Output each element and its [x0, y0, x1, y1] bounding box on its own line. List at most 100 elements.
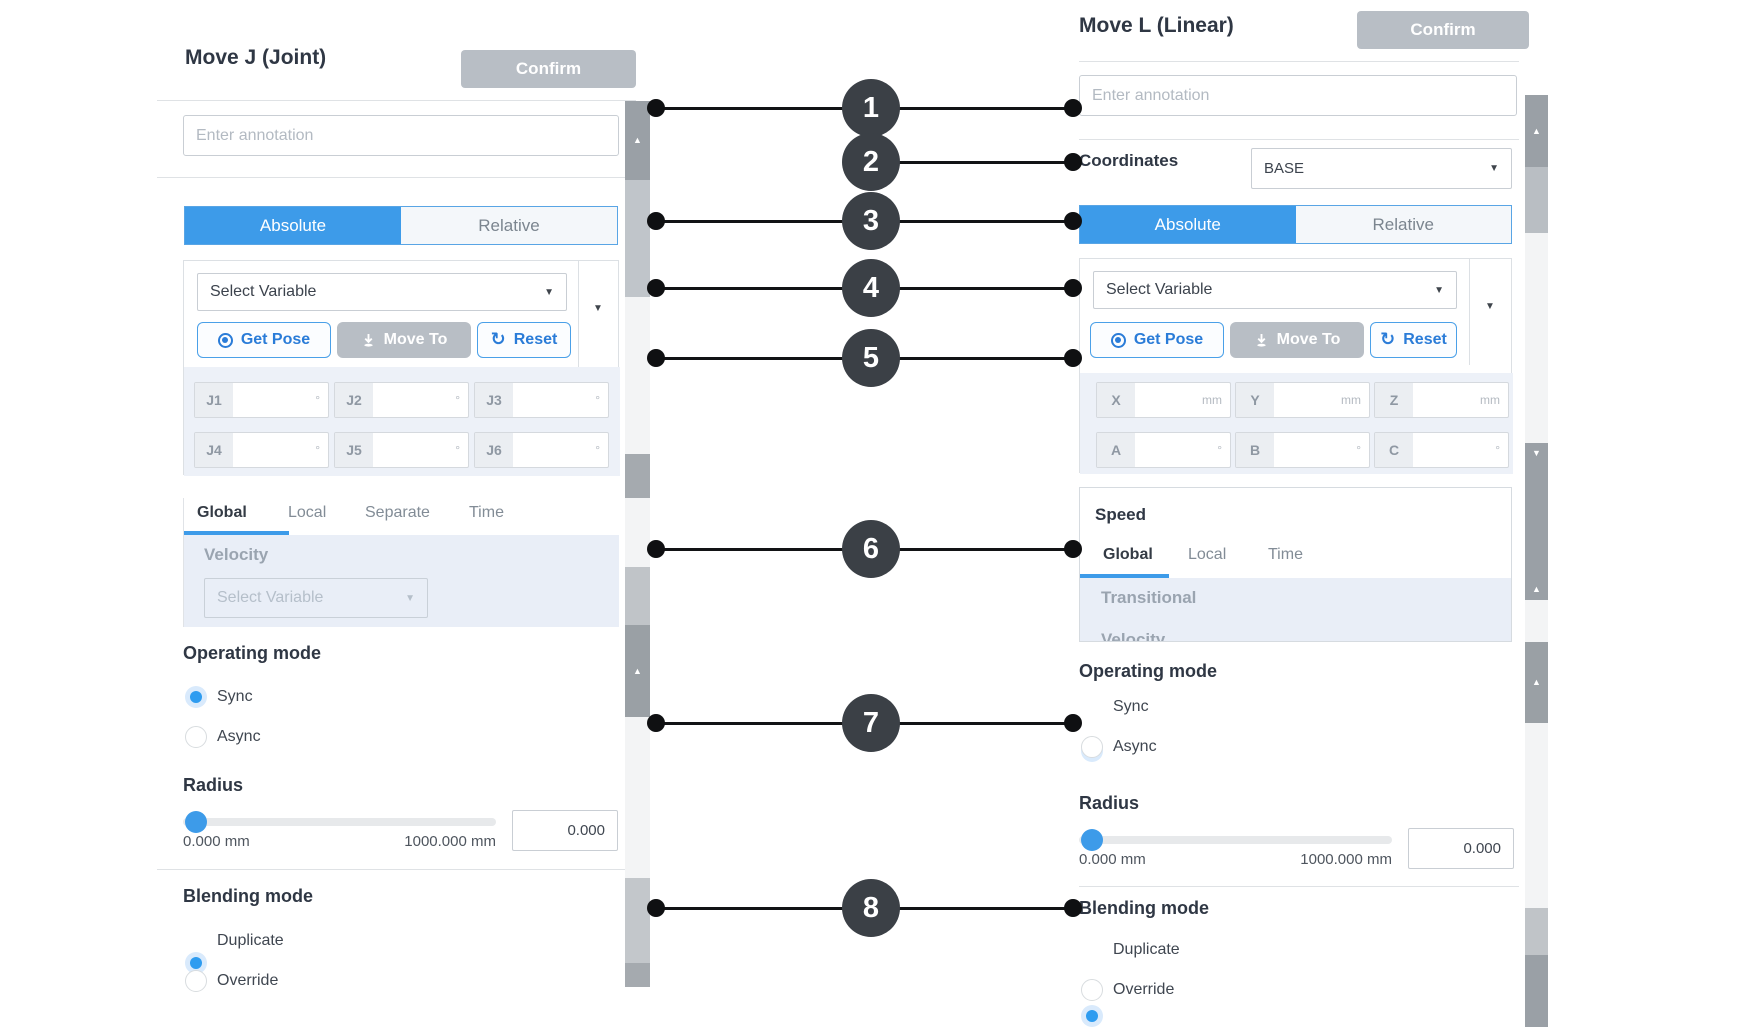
page-title: Move L (Linear) [1079, 14, 1234, 37]
radio-duplicate-label: Duplicate [217, 932, 284, 949]
scrollbar-thumb[interactable] [1525, 955, 1548, 1027]
velocity-select[interactable]: Select Variable ▼ [204, 578, 428, 618]
joint-field-j6[interactable]: J6 ° [474, 432, 609, 468]
speedtab-global[interactable]: Global [197, 504, 247, 521]
joint-field-j2[interactable]: J2 ° [334, 382, 469, 418]
get-pose-button[interactable]: Get Pose [197, 322, 331, 358]
reset-label: Reset [513, 331, 558, 348]
reset-button[interactable]: ↻ Reset [1370, 322, 1457, 358]
scrollbar-thumb[interactable]: ▲ [625, 101, 650, 180]
pose-field-c[interactable]: C ° [1374, 432, 1509, 468]
field-label: X [1097, 383, 1135, 417]
speedtab-time[interactable]: Time [469, 504, 504, 521]
scroll-up-icon: ▲ [1532, 677, 1541, 687]
pose-field-x[interactable]: X mm [1096, 382, 1231, 418]
scrollbar-thumb[interactable] [625, 963, 650, 987]
scrollbar-track[interactable] [625, 717, 650, 878]
scrollbar-thumb[interactable]: ▲ [1525, 642, 1548, 723]
callout-dot [647, 349, 665, 367]
scrollbar-thumb[interactable] [1525, 167, 1548, 233]
get-pose-button[interactable]: Get Pose [1090, 322, 1224, 358]
radius-slider-thumb[interactable] [1081, 829, 1103, 851]
move-to-label: Move To [1276, 331, 1341, 348]
radio-sync[interactable] [185, 686, 207, 708]
reset-label: Reset [1403, 331, 1447, 348]
move-to-button[interactable]: Move To [337, 322, 471, 358]
speedtab-global[interactable]: Global [1103, 546, 1153, 563]
callout-dot [647, 899, 665, 917]
velocity-clipped-label: Velocity [1101, 630, 1166, 641]
speedtab-time[interactable]: Time [1268, 546, 1303, 563]
confirm-button[interactable]: Confirm [461, 50, 636, 88]
reset-button[interactable]: ↻ Reset [477, 322, 571, 358]
field-label: Y [1236, 383, 1274, 417]
move-to-button[interactable]: Move To [1230, 322, 1364, 358]
radio-async-label: Async [1113, 738, 1157, 755]
download-icon [363, 333, 373, 347]
radio-duplicate[interactable] [1081, 1005, 1103, 1027]
chevron-down-icon: ▼ [544, 286, 554, 298]
joint-field-j5[interactable]: J5 ° [334, 432, 469, 468]
radio-override[interactable] [1081, 979, 1103, 1001]
scrollbar-thumb[interactable]: ▼ ▲ [1525, 443, 1548, 600]
divider [157, 100, 636, 101]
radio-async[interactable] [1081, 736, 1103, 758]
callout-1: 1 [842, 79, 900, 137]
tab-absolute[interactable]: Absolute [185, 207, 401, 244]
pose-field-y[interactable]: Y mm [1235, 382, 1370, 418]
expand-strip[interactable]: ▼ [1469, 259, 1514, 365]
confirm-button[interactable]: Confirm [1357, 11, 1529, 49]
pose-field-a[interactable]: A ° [1096, 432, 1231, 468]
scrollbar-track[interactable] [625, 297, 650, 454]
radio-async[interactable] [185, 726, 207, 748]
radio-override[interactable] [185, 970, 207, 992]
pose-variable-panel: Select Variable ▼ ▼ Get Pose Move To ↻ R… [183, 260, 621, 476]
tab-absolute[interactable]: Absolute [1080, 206, 1296, 243]
scrollbar-track[interactable] [625, 498, 650, 567]
radius-heading: Radius [1079, 793, 1140, 813]
scrollbar-track[interactable] [1525, 233, 1548, 443]
scrollbar-thumb[interactable] [625, 180, 650, 297]
scrollbar-track[interactable] [1525, 600, 1548, 642]
download-icon [1256, 333, 1266, 347]
radius-value-input[interactable] [512, 810, 618, 851]
radius-slider-track[interactable] [1079, 836, 1392, 844]
scrollbar-thumb[interactable] [1525, 908, 1548, 955]
pose-field-b[interactable]: B ° [1235, 432, 1370, 468]
scrollbar-thumb[interactable] [625, 454, 650, 498]
scrollbar-track[interactable] [1525, 723, 1548, 908]
annotation-input[interactable] [1079, 75, 1517, 116]
tab-relative[interactable]: Relative [1295, 206, 1511, 243]
callout-dot [647, 279, 665, 297]
tab-relative[interactable]: Relative [401, 207, 617, 244]
variable-select[interactable]: Select Variable ▼ [197, 273, 567, 311]
joint-field-j4[interactable]: J4 ° [194, 432, 329, 468]
field-unit: ° [315, 393, 320, 407]
variable-select[interactable]: Select Variable ▼ [1093, 271, 1457, 309]
field-label: J1 [195, 383, 233, 417]
field-unit: ° [1217, 443, 1222, 457]
joint-field-j1[interactable]: J1 ° [194, 382, 329, 418]
field-unit: mm [1341, 393, 1361, 407]
pose-field-z[interactable]: Z mm [1374, 382, 1509, 418]
joint-field-j3[interactable]: J3 ° [474, 382, 609, 418]
scroll-up-icon: ▲ [633, 135, 642, 145]
speed-section: Global Local Separate Time Velocity Sele… [183, 498, 620, 627]
speedtab-local[interactable]: Local [1188, 546, 1227, 563]
scrollbar-thumb[interactable] [625, 567, 650, 625]
radius-slider-track[interactable] [183, 818, 496, 826]
callout-dot [1064, 99, 1082, 117]
expand-strip[interactable]: ▼ [578, 261, 621, 367]
scrollbar-thumb[interactable]: ▲ [1525, 95, 1548, 167]
radio-duplicate[interactable] [185, 952, 207, 974]
radius-slider-thumb[interactable] [185, 811, 207, 833]
coordinates-select[interactable]: BASE ▼ [1251, 148, 1512, 189]
speedtab-separate[interactable]: Separate [365, 504, 430, 521]
scrollbar-thumb[interactable] [625, 878, 650, 963]
callout-7: 7 [842, 694, 900, 752]
annotation-input[interactable] [183, 115, 619, 156]
scrollbar-thumb[interactable]: ▲ [625, 625, 650, 717]
speedtab-local[interactable]: Local [288, 504, 327, 521]
field-unit: ° [595, 393, 600, 407]
radius-value-input[interactable] [1408, 828, 1514, 869]
